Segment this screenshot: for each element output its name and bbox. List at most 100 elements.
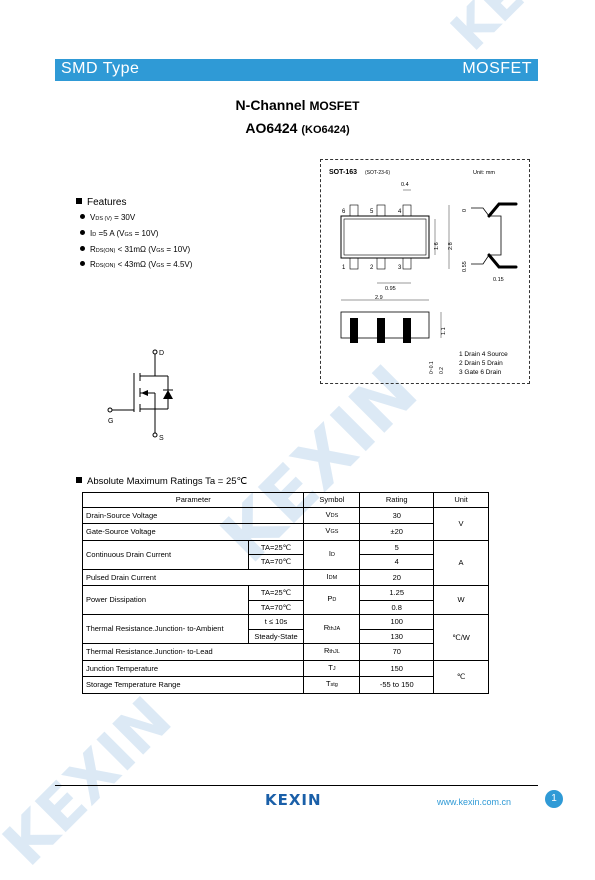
title-small: MOSFET — [309, 99, 360, 113]
product-title: N-Channel MOSFET — [0, 97, 595, 113]
dim-pitch: 0.95 — [385, 286, 396, 292]
sym-sub: J — [332, 665, 336, 672]
table-row: Pulsed Drain Current IDM 20 — [81, 568, 489, 586]
condition-cell: t ≤ 10s — [247, 614, 305, 630]
f-c: =5 A (V — [96, 229, 125, 238]
f-a: R — [90, 260, 96, 269]
rating-cell: 150 — [359, 659, 435, 677]
sym: I — [328, 548, 331, 558]
dim-height: 1.1 — [441, 327, 447, 335]
table-row: Storage Temperature Range Tstg -55 to 15… — [81, 676, 489, 694]
watermark-top: KEXIN — [440, 0, 595, 62]
f-c: < 43mΩ (V — [115, 260, 157, 269]
bullet-dot-icon — [80, 214, 85, 219]
sym-sub: DS — [330, 512, 339, 519]
f-a: R — [90, 245, 96, 254]
symbol-gate-label: G — [108, 418, 113, 425]
pin1-label: 1 — [342, 265, 346, 271]
condition-cell: TA=70℃ — [247, 554, 305, 570]
sym-sub: D — [332, 597, 337, 604]
rating-cell: 5 — [359, 539, 435, 555]
pkg-name: SOT-163 — [329, 169, 357, 176]
unit-cell: ℃ — [433, 659, 489, 694]
rating-cell: 130 — [359, 628, 435, 644]
sym-sub: GS — [330, 529, 339, 535]
rating-cell: 4 — [359, 554, 435, 570]
rating-cell: 30 — [359, 506, 435, 524]
dim-pin-width: 0.4 — [401, 182, 409, 188]
ratings-heading-text: Absolute Maximum Ratings Ta = 25℃ — [87, 476, 248, 487]
table-row: Thermal Resistance.Junction- to-Ambient … — [82, 614, 489, 661]
param-cell: Thermal Resistance.Junction- to-Lead — [81, 643, 305, 661]
f-b: D — [92, 232, 97, 238]
unit-cell: A — [433, 539, 489, 586]
f-a: V — [90, 213, 96, 222]
pin6-label: 6 — [342, 209, 346, 215]
table-row: Power Dissipation TA=25℃ PD 1.25 W — [82, 585, 489, 615]
param-cell: Storage Temperature Range — [81, 676, 305, 694]
part-alt: (KO6424) — [301, 124, 350, 136]
symbol-cell: TJ — [303, 659, 361, 677]
table-row: Gate-Source Voltage VGS ±20 — [81, 523, 489, 541]
features-heading-text: Features — [87, 197, 127, 208]
pin3-label: 3 — [398, 265, 402, 271]
sym: R — [323, 623, 330, 633]
condition-cell: TA=70℃ — [247, 599, 305, 615]
sym: I — [326, 571, 329, 581]
rating-cell: 70 — [359, 643, 435, 661]
param-cell: Pulsed Drain Current — [81, 568, 305, 586]
table-row: Thermal Resistance.Junction- to-Lead Rth… — [81, 643, 489, 661]
f-e: = 4.5V) — [164, 260, 193, 269]
dim-length: 2.9 — [375, 295, 383, 301]
ratings-table: Parameter Symbol Rating Unit Drain-Sourc… — [81, 492, 489, 694]
watermark-bottom: KEXIN — [0, 684, 186, 880]
f-d: GS — [156, 248, 165, 254]
part-number: AO6424 (KO6424) — [0, 120, 595, 136]
symbol-cell: PD — [303, 585, 361, 615]
col-symbol: Symbol — [303, 492, 361, 508]
dim-body-width: 1.6 — [434, 242, 440, 250]
sym: P — [327, 594, 333, 604]
footer-url[interactable]: www.kexin.com.cn — [437, 797, 512, 807]
header-category: MOSFET — [462, 60, 532, 77]
package-drawing: SOT-163 (SOT-23-6) Unit: mm 6 5 4 1 2 3 … — [320, 159, 530, 384]
header-bar: SMD Type MOSFET — [55, 59, 538, 81]
features-heading: Features — [76, 197, 126, 208]
unit-cell: ℃/W — [433, 614, 489, 661]
dim-pad: 0.2 — [439, 367, 445, 374]
pkg-unit: Unit: mm — [473, 170, 495, 176]
dim-thick: 0.15 — [493, 277, 504, 283]
sym: R — [323, 646, 330, 655]
symbol-cell: RthJA — [303, 614, 361, 644]
f-b: DS(ON) — [95, 263, 116, 269]
pkg-alt: (SOT-23-6) — [365, 170, 390, 176]
dim-gap: 0 — [462, 209, 468, 212]
rating-cell: 20 — [359, 568, 435, 586]
param-cell: Power Dissipation — [82, 585, 249, 615]
f-e: = 10V) — [164, 245, 191, 254]
symbol-cell: RthJL — [303, 643, 361, 661]
feature-item: RDS(ON) < 31mΩ (VGS = 10V) — [80, 245, 190, 254]
symbol-cell: IDM — [303, 568, 361, 586]
part-main: AO6424 — [245, 120, 298, 136]
pin-legend-2: 2 Drain 5 Drain — [459, 360, 503, 367]
symbol-cell: Tstg — [303, 676, 361, 694]
f-a: I — [90, 229, 93, 238]
kexin-logo: KEXIN — [265, 791, 322, 809]
unit-cell: V — [433, 506, 489, 541]
bullet-dot-icon — [80, 246, 85, 251]
bullet-dot-icon — [80, 230, 85, 235]
bullet-square-icon — [76, 477, 82, 483]
feature-item: RDS(ON) < 43mΩ (VGS = 4.5V) — [80, 260, 192, 269]
sym-sub: thJA — [329, 626, 341, 633]
symbol-drain-label: D — [159, 350, 164, 357]
bullet-dot-icon — [80, 261, 85, 266]
pin5-label: 5 — [370, 209, 374, 215]
dim-lead: 0.55 — [462, 261, 468, 272]
f-b: DS(ON) — [95, 248, 116, 254]
pin4-label: 4 — [398, 209, 402, 215]
param-cell: Drain-Source Voltage — [81, 506, 305, 524]
ratings-heading: Absolute Maximum Ratings Ta = 25℃ — [76, 476, 247, 487]
table-row: Continuous Drain Current TA=25℃ ID 5 A — [82, 539, 489, 586]
sym: V — [325, 509, 331, 519]
